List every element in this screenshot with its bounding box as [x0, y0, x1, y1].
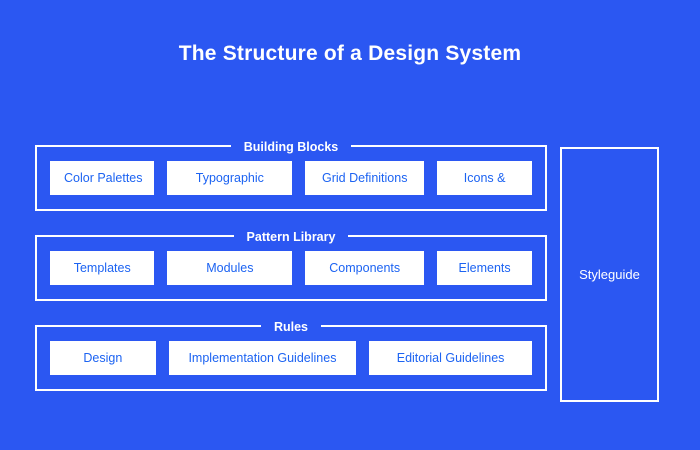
- section-items-rules: Design Implementation Guidelines Editori…: [37, 327, 545, 389]
- item-implementation-guidelines[interactable]: Implementation Guidelines: [168, 341, 357, 375]
- item-templates[interactable]: Templates: [50, 251, 155, 285]
- item-modules[interactable]: Modules: [167, 251, 293, 285]
- sections-column: Building Blocks Color Palettes Typograph…: [35, 130, 547, 402]
- section-building-blocks: Building Blocks Color Palettes Typograph…: [35, 139, 547, 211]
- item-color-palettes[interactable]: Color Palettes: [50, 161, 155, 195]
- section-pattern-library: Pattern Library Templates Modules Compon…: [35, 229, 547, 301]
- item-components[interactable]: Components: [305, 251, 425, 285]
- styleguide-label: Styleguide: [579, 267, 640, 282]
- item-typographic[interactable]: Typographic: [167, 161, 293, 195]
- diagram-body: Building Blocks Color Palettes Typograph…: [35, 130, 665, 402]
- styleguide-panel[interactable]: Styleguide: [560, 147, 659, 402]
- item-elements[interactable]: Elements: [437, 251, 532, 285]
- item-icons[interactable]: Icons &: [437, 161, 532, 195]
- item-design[interactable]: Design: [50, 341, 156, 375]
- item-editorial-guidelines[interactable]: Editorial Guidelines: [369, 341, 532, 375]
- item-grid-definitions[interactable]: Grid Definitions: [305, 161, 425, 195]
- section-items-pattern-library: Templates Modules Components Elements: [37, 237, 545, 299]
- page-title: The Structure of a Design System: [178, 42, 522, 65]
- section-items-building-blocks: Color Palettes Typographic Grid Definiti…: [37, 147, 545, 209]
- section-rules: Rules Design Implementation Guidelines E…: [35, 319, 547, 391]
